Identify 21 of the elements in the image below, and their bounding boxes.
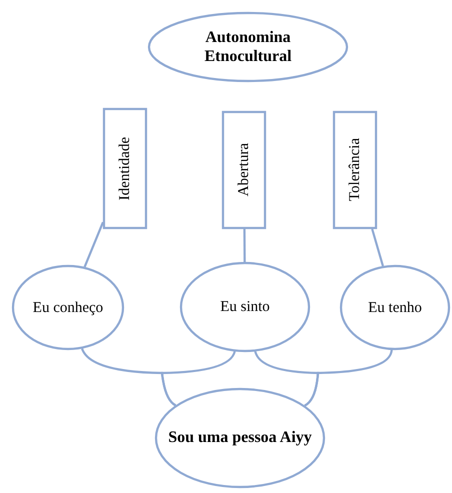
node-label: Autonomina Etnocultural: [203, 28, 293, 66]
ellipse-node: [340, 265, 450, 350]
ellipse-node: [12, 265, 124, 350]
node-label: Identidade: [116, 136, 134, 200]
connector-line: [84, 222, 104, 268]
connector-line: [243, 229, 246, 262]
node-label: Sou uma pessoa Aiyy: [168, 428, 312, 448]
ellipse-node: [148, 12, 348, 82]
connector-line: [371, 228, 384, 266]
concept-box: [103, 108, 147, 229]
concept-box: [333, 111, 377, 229]
node-label: Eu sinto: [220, 298, 270, 316]
node-label: Abertura: [235, 143, 253, 197]
ellipse-node: [155, 388, 325, 488]
node-label: Eu tenho: [368, 298, 422, 316]
connector-line: [304, 350, 393, 407]
concept-box: [222, 111, 266, 229]
connector-line: [160, 351, 236, 406]
node-label: Eu conheço: [32, 298, 104, 316]
ellipse-node: [180, 262, 310, 352]
node-label: Tolerância: [346, 138, 364, 202]
